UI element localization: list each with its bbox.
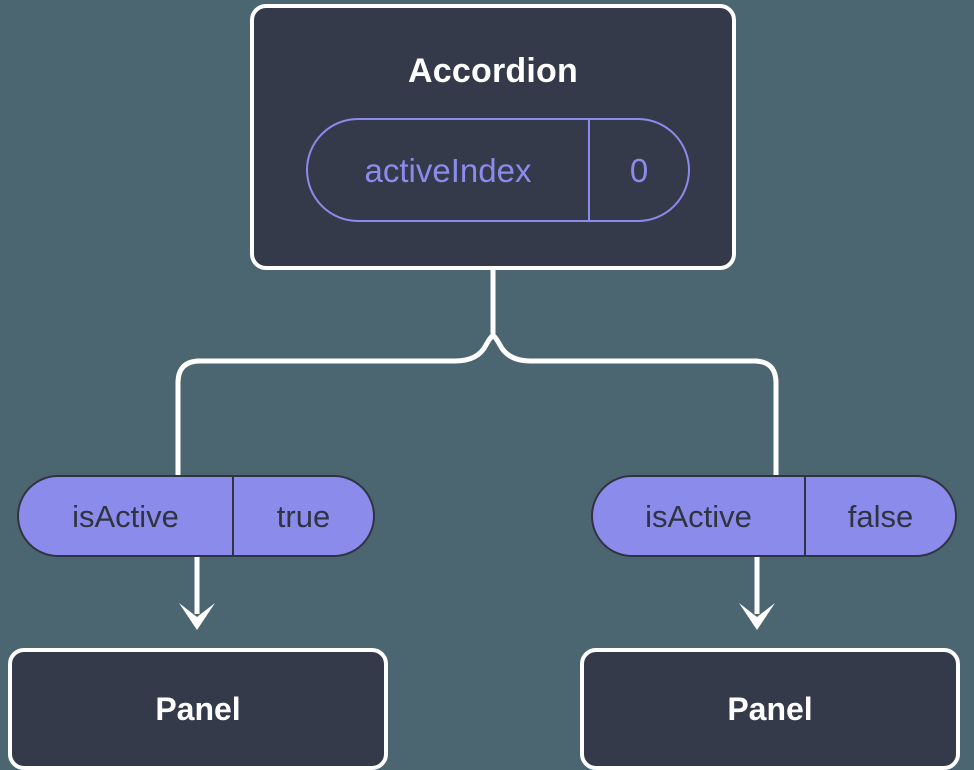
prop-pill-value: false	[847, 498, 914, 534]
arrow-down-icon	[739, 603, 775, 630]
connector-left-drop	[175, 358, 201, 475]
prop-pill-key: isActive	[593, 477, 806, 555]
accordion-title: Accordion	[408, 52, 578, 90]
panel-title: Panel	[727, 691, 813, 727]
prop-pill-key: isActive	[19, 477, 234, 555]
connector-fork	[194, 333, 760, 364]
prop-pill-isactive-true[interactable]: isActive true	[17, 475, 375, 557]
prop-pill-value: true	[276, 498, 331, 534]
connector-right-drop	[753, 358, 779, 475]
state-pill-activeindex[interactable]: activeIndex 0	[306, 118, 690, 222]
panel-component-box-left[interactable]: Panel	[8, 648, 388, 770]
state-pill-value: 0	[629, 151, 649, 189]
panel-title: Panel	[155, 691, 241, 727]
prop-pill-isactive-false[interactable]: isActive false	[591, 475, 957, 557]
state-pill-key: activeIndex	[308, 120, 590, 220]
arrow-down-icon	[179, 603, 215, 630]
panel-component-box-right[interactable]: Panel	[580, 648, 960, 770]
